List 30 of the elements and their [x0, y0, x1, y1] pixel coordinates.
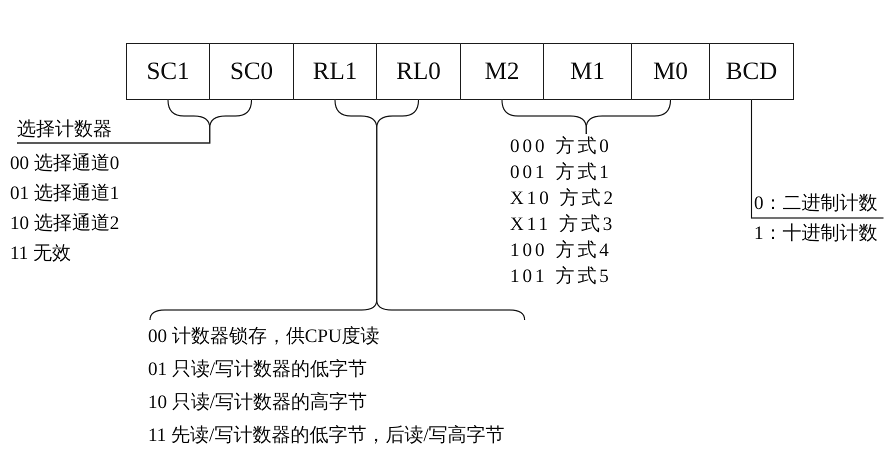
- bit-field-cell: RL0: [376, 43, 461, 100]
- option-text: 10 选择通道2: [10, 212, 120, 236]
- description-text: 选择计数器: [17, 118, 112, 142]
- option-text: 1：十进制计数: [754, 222, 878, 246]
- description-text: 10 只读/写计数器的高字节: [148, 391, 368, 415]
- bit-field-cell: M0: [631, 43, 710, 100]
- bracket-leader-line: [586, 100, 672, 134]
- option-text: 01 选择通道1: [10, 182, 120, 206]
- option-text: 11 无效: [10, 242, 72, 266]
- description-text: X11 方式3: [510, 213, 616, 237]
- bit-field-cell: RL1: [293, 43, 377, 100]
- bracket-leader-line: [376, 100, 526, 320]
- bracket-leader-line: [17, 100, 252, 144]
- bit-field-cell: BCD: [709, 43, 794, 100]
- bracket-leader-line: [750, 100, 884, 219]
- description-text: 100 方式4: [510, 239, 613, 263]
- description-text: 00 计数器锁存，供CPU度读: [148, 325, 381, 349]
- description-text: 11 先读/写计数器的低字节，后读/写高字节: [148, 424, 505, 448]
- description-text: 01 只读/写计数器的低字节: [148, 358, 368, 382]
- description-text: X10 方式2: [510, 187, 616, 211]
- bit-field-cell: SC1: [126, 43, 210, 100]
- description-text: 0：二进制计数: [754, 192, 878, 216]
- bit-field-cell: M2: [460, 43, 544, 100]
- bit-field-cell: M1: [543, 43, 632, 100]
- description-text: 000 方式0: [510, 135, 613, 159]
- description-text: 101 方式5: [510, 265, 613, 289]
- bit-field-cell: SC0: [209, 43, 294, 100]
- description-text: 001 方式1: [510, 161, 613, 185]
- option-text: 00 选择通道0: [10, 152, 120, 176]
- bracket-leader-line: [149, 100, 378, 320]
